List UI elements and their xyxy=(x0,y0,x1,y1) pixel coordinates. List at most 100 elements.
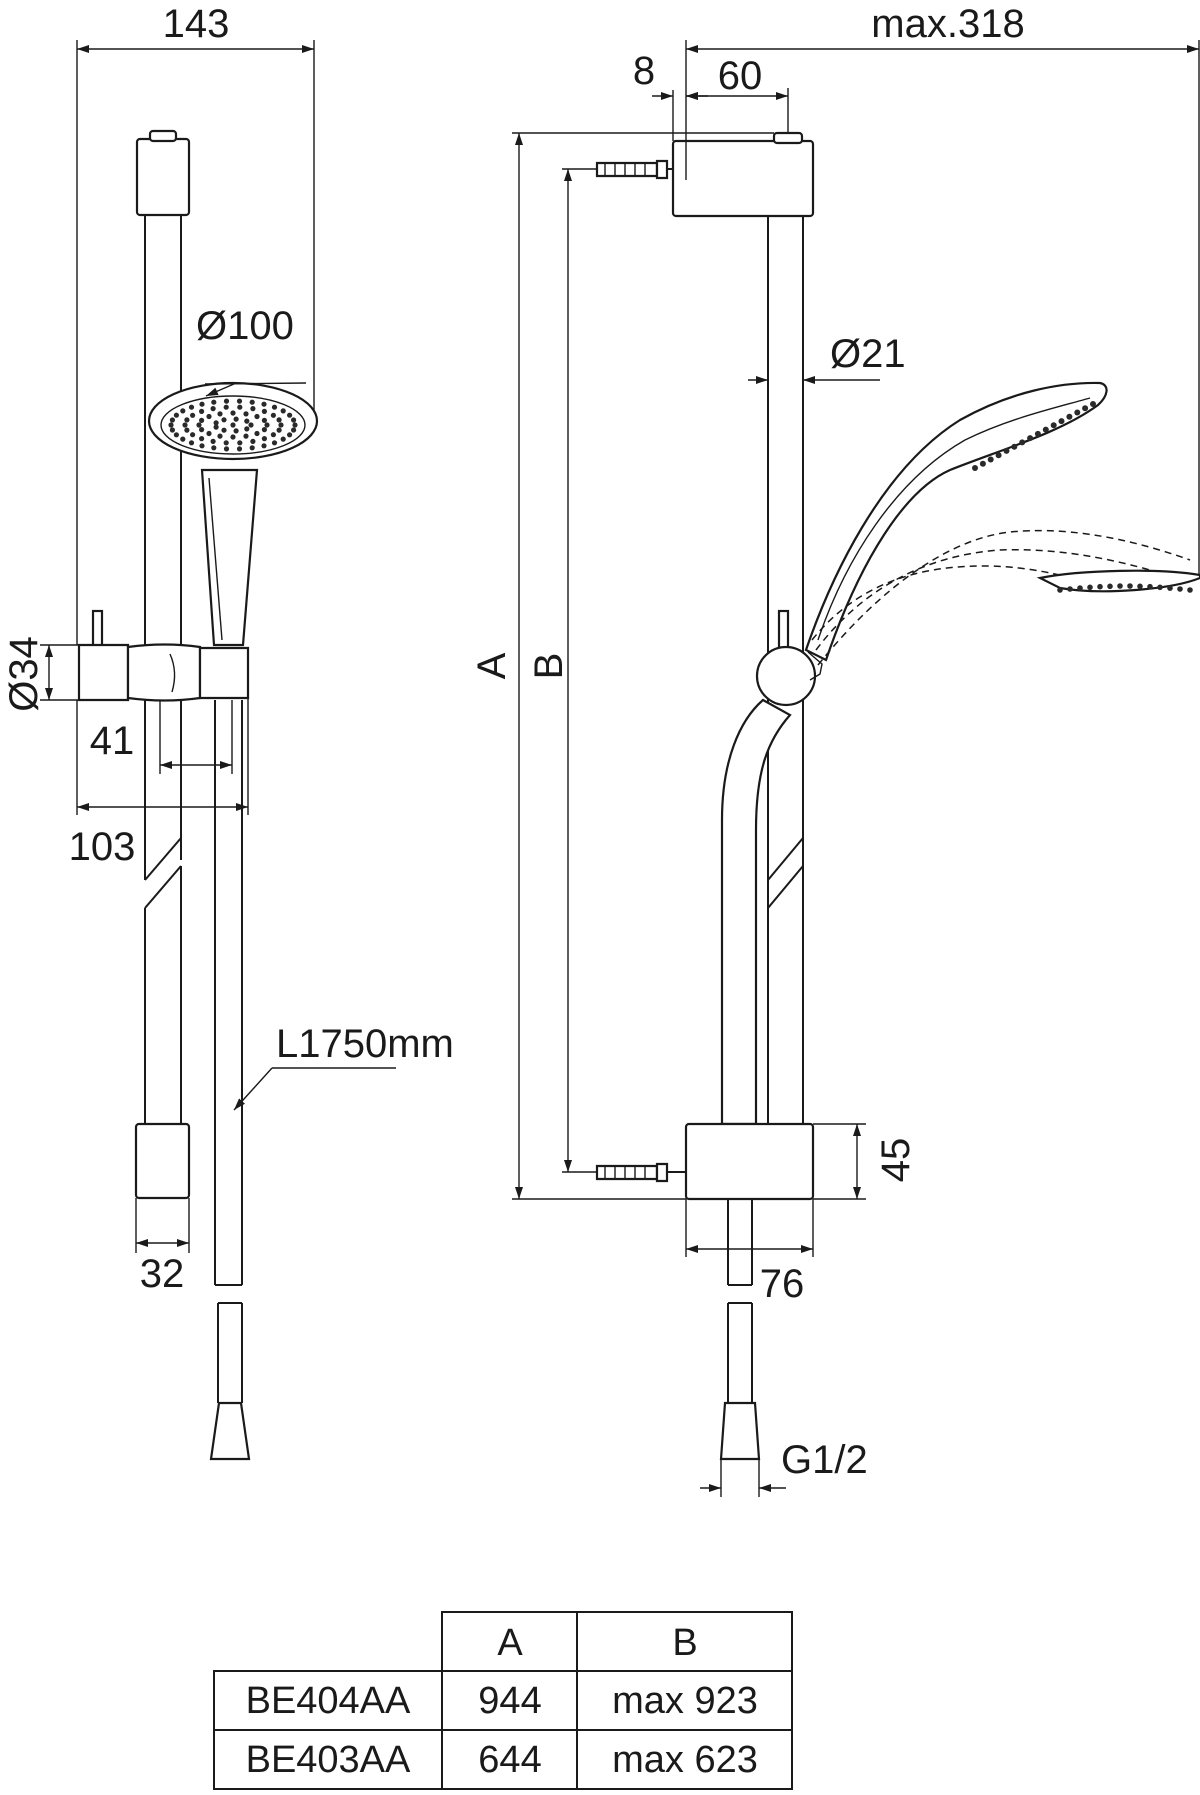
nozzle-dot xyxy=(261,427,267,433)
nozzle-dot xyxy=(1067,586,1073,592)
dim-60-label: 60 xyxy=(718,54,763,98)
front-view: 143 Ø100 Ø34 41 103 L1750mm 32 xyxy=(2,2,454,1461)
hose-nut-front xyxy=(209,1401,251,1461)
table-cell-b-2: max 623 xyxy=(612,1739,758,1781)
nozzle-dot xyxy=(261,436,267,442)
nozzle-dot xyxy=(250,438,256,444)
nozzle-dot xyxy=(210,406,216,412)
table-cell-a-1: 944 xyxy=(478,1680,541,1722)
shower-head-alt-nozzles xyxy=(1057,583,1193,593)
nozzle-dot xyxy=(199,427,205,433)
nozzle-dot xyxy=(199,417,205,423)
nozzle-dot xyxy=(1117,583,1123,589)
slider-pin-side xyxy=(777,609,790,651)
nozzle-dot xyxy=(199,436,205,442)
dim-rail-diameter-label: Ø21 xyxy=(830,332,906,376)
nozzle-dot xyxy=(276,417,282,423)
nozzle-dot xyxy=(261,401,267,407)
nozzle-dot xyxy=(199,408,205,414)
nozzle-dot xyxy=(271,404,278,410)
nozzle-dot xyxy=(271,440,278,446)
nozzle-dot xyxy=(244,418,250,424)
nozzle-dot xyxy=(213,424,219,430)
nozzle-dot xyxy=(244,426,250,432)
nozzle-dot xyxy=(1034,430,1041,437)
nozzle-dot xyxy=(237,404,243,410)
nozzle-dot xyxy=(1003,447,1010,454)
rail-front-break xyxy=(144,837,182,909)
nozzle-dot xyxy=(233,428,239,434)
nozzle-dot xyxy=(211,445,217,451)
dim-103-label: 103 xyxy=(69,825,136,869)
nozzle-dot xyxy=(249,399,255,405)
nozzle-dot xyxy=(184,427,190,433)
nozzle-dot xyxy=(1147,583,1153,590)
nozzle-dot xyxy=(190,432,196,438)
slider-pin-front xyxy=(91,609,104,649)
dim-hose-length-leader xyxy=(233,1067,273,1111)
nozzle-dot xyxy=(287,412,293,418)
dim-thread-label: G1/2 xyxy=(781,1438,868,1482)
dim-318-label: max.318 xyxy=(871,2,1024,46)
nozzle-dot xyxy=(221,417,227,423)
nozzle-dot xyxy=(261,408,267,414)
nozzle-dot xyxy=(188,440,195,446)
dim-32-label: 32 xyxy=(140,1252,185,1296)
slider-clip-side xyxy=(807,651,823,681)
nozzle-dot xyxy=(182,422,188,428)
nozzle-dot xyxy=(292,422,298,428)
nozzle-dot xyxy=(979,460,986,467)
nozzle-dot xyxy=(230,410,236,416)
nozzle-dot xyxy=(230,422,236,428)
table-cell-model-1: BE404AA xyxy=(246,1680,411,1722)
table-header-a: A xyxy=(497,1622,523,1664)
nozzle-dot xyxy=(270,432,276,438)
dim-143-label: 143 xyxy=(163,2,230,46)
top-bracket-cap-side xyxy=(772,131,804,145)
handset-side xyxy=(804,381,1108,662)
nozzle-dot xyxy=(199,443,205,449)
slider-knob-front xyxy=(126,643,202,702)
nozzle-dot xyxy=(233,416,239,422)
shower-head-face xyxy=(160,395,306,455)
nozzle-dot xyxy=(1050,422,1057,429)
dim-b-label: B xyxy=(527,653,571,680)
nozzle-dot xyxy=(1057,587,1063,593)
nozzle-dot xyxy=(237,440,243,446)
hose-nut-side xyxy=(719,1401,761,1461)
nozzle-dot xyxy=(210,438,216,444)
dim-a-label: A xyxy=(470,652,514,679)
nozzle-dot xyxy=(190,412,196,418)
top-bracket-front xyxy=(135,137,191,217)
table-cell-b-1: max 923 xyxy=(612,1680,758,1722)
table-header-frame xyxy=(441,1611,793,1672)
nozzle-dot xyxy=(206,413,212,420)
nozzle-dot xyxy=(236,398,243,404)
nozzle-dot xyxy=(287,432,293,438)
wall-plug-bottom xyxy=(595,1162,686,1183)
nozzle-dot xyxy=(243,433,249,439)
dim-hose-length-label: L1750mm xyxy=(276,1022,454,1066)
nozzle-dot xyxy=(250,406,256,412)
nozzle-dot xyxy=(230,434,236,440)
dim-76-label: 76 xyxy=(760,1262,805,1306)
handset-side-nozzles xyxy=(972,401,1096,471)
nozzle-dot xyxy=(1027,435,1034,442)
nozzle-dot xyxy=(223,446,230,452)
nozzle-dot xyxy=(168,422,174,428)
nozzle-dot xyxy=(972,465,978,471)
nozzle-dot xyxy=(169,427,175,433)
dim-head-diameter-leader xyxy=(204,382,307,385)
nozzle-dot xyxy=(264,422,270,428)
slider-body-front xyxy=(77,643,130,702)
nozzle-dot xyxy=(995,452,1002,459)
nozzle-dot xyxy=(291,417,297,423)
wall-plug-top xyxy=(595,159,673,180)
dim-head-diameter-arrow xyxy=(205,383,235,397)
nozzle-dot xyxy=(1058,418,1065,425)
nozzle-dot xyxy=(248,422,254,428)
nozzle-dot xyxy=(1097,583,1103,590)
nozzle-dot xyxy=(1167,585,1173,591)
handset-alt-position-outer xyxy=(817,529,1191,666)
